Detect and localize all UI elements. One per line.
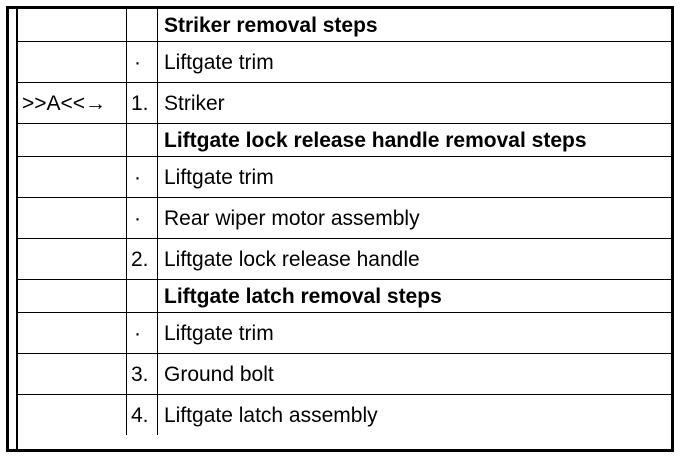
table-row: · Liftgate trim	[17, 41, 671, 83]
step-number	[126, 123, 158, 157]
bullet-dot: ·	[134, 50, 141, 74]
table-row: Striker removal steps	[17, 9, 671, 42]
table-row: · Liftgate trim	[17, 312, 671, 354]
step-text: Liftgate trim	[157, 156, 671, 198]
step-number: 4.	[126, 394, 158, 435]
bullet-dot: ·	[134, 165, 141, 189]
step-number: 2.	[126, 238, 158, 280]
ref-cell	[17, 123, 127, 157]
step-number: 3.	[126, 353, 158, 395]
ref-cell	[17, 41, 127, 83]
table-row: Liftgate latch removal steps	[17, 279, 671, 313]
step-number	[126, 279, 158, 313]
table-row: 4. Liftgate latch assembly	[17, 394, 671, 435]
ref-cell	[17, 156, 127, 198]
section-heading: Liftgate lock release handle removal ste…	[157, 123, 671, 157]
bullet-dot: ·	[134, 206, 141, 230]
step-number: 1.	[126, 82, 158, 124]
section-heading: Liftgate latch removal steps	[157, 279, 671, 313]
step-number	[126, 9, 158, 42]
step-text: Rear wiper motor assembly	[157, 197, 671, 239]
step-text: Ground bolt	[157, 353, 671, 395]
table-row: >>A<<→ 1. Striker	[17, 82, 671, 124]
table-row: · Rear wiper motor assembly	[17, 197, 671, 239]
step-text: Liftgate latch assembly	[157, 394, 671, 435]
step-text: Striker	[157, 82, 671, 124]
table-row: 2. Liftgate lock release handle	[17, 238, 671, 280]
section-heading: Striker removal steps	[157, 9, 671, 42]
ref-cell	[17, 238, 127, 280]
step-number: ·	[126, 156, 158, 198]
step-number: ·	[126, 312, 158, 354]
ref-cell	[17, 197, 127, 239]
table-row: 3. Ground bolt	[17, 353, 671, 395]
table-row: Liftgate lock release handle removal ste…	[17, 123, 671, 157]
ref-cell	[17, 9, 127, 42]
removal-steps-table: Striker removal steps · Liftgate trim >>…	[17, 9, 671, 435]
table-row: · Liftgate trim	[17, 156, 671, 198]
step-number: ·	[126, 41, 158, 83]
ref-cell	[17, 312, 127, 354]
ref-cell	[17, 279, 127, 313]
bullet-dot: ·	[134, 321, 141, 345]
table-frame	[6, 6, 674, 452]
step-text: Liftgate trim	[157, 312, 671, 354]
step-text: Liftgate trim	[157, 41, 671, 83]
step-number: ·	[126, 197, 158, 239]
ref-cell	[17, 394, 127, 435]
step-text: Liftgate lock release handle	[157, 238, 671, 280]
ref-cell: >>A<<→	[17, 82, 127, 124]
ref-cell	[17, 353, 127, 395]
